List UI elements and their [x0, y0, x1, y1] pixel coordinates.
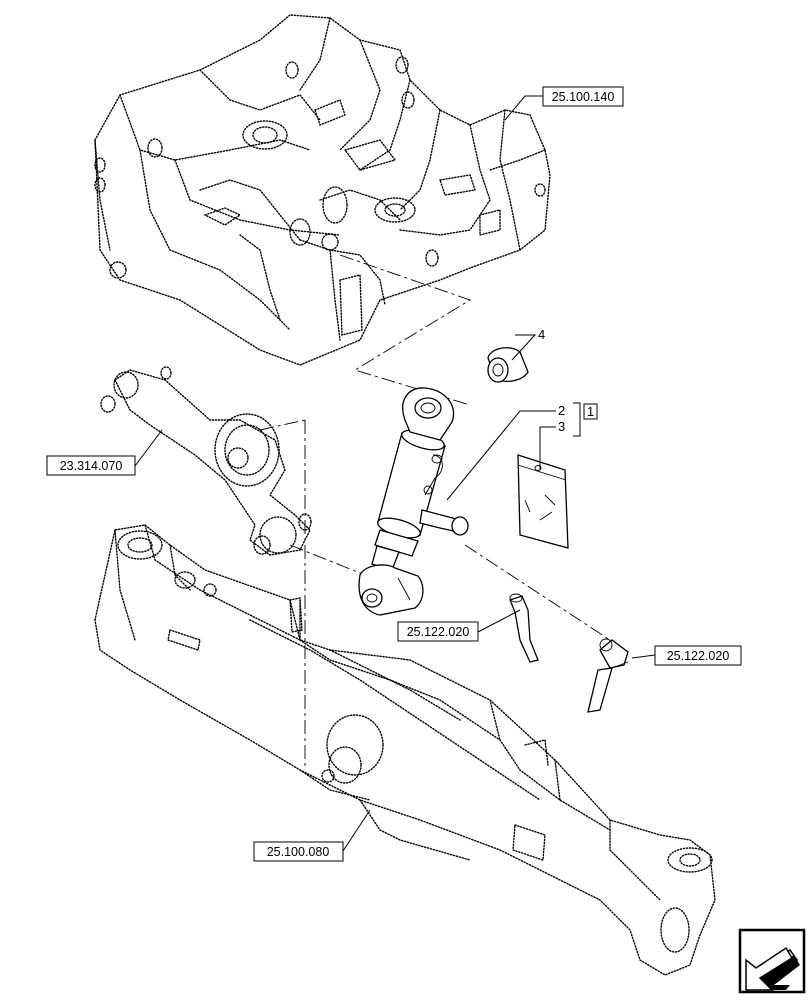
svg-text:25.100.140: 25.100.140	[552, 90, 615, 104]
ref-box-25-122-020-right[interactable]: 25.122.020	[654, 645, 742, 666]
front-axle	[94, 524, 716, 976]
hose-right	[587, 638, 629, 713]
callout-1-box: 1	[583, 403, 598, 420]
leader-lines	[134, 95, 656, 852]
svg-text:25.122.020: 25.122.020	[407, 625, 470, 639]
svg-text:25.100.080: 25.100.080	[267, 845, 330, 859]
ref-box-23-314-070[interactable]: 23.314.070	[46, 455, 136, 476]
callout-3: 3	[558, 419, 565, 434]
center-line-hose	[464, 544, 611, 641]
callout-2: 2	[558, 403, 565, 418]
center-line-link	[259, 419, 306, 431]
ref-box-25-100-080[interactable]: 25.100.080	[253, 841, 344, 862]
svg-text:1: 1	[587, 404, 594, 419]
axle-support-frame	[94, 14, 551, 366]
seal-kit-bag	[517, 454, 569, 549]
center-line-top	[339, 254, 472, 406]
ref-box-25-122-020-left[interactable]: 25.122.020	[397, 621, 479, 642]
bushing-part-4	[487, 347, 529, 383]
ref-box-25-100-140[interactable]: 25.100.140	[542, 86, 624, 107]
next-page-arrow-icon[interactable]	[738, 928, 806, 994]
svg-text:23.314.070: 23.314.070	[60, 459, 123, 473]
svg-text:25.122.020: 25.122.020	[667, 649, 730, 663]
hose-left	[509, 593, 539, 663]
oscillation-link	[100, 366, 312, 556]
steering-cylinder	[358, 387, 469, 616]
center-line-lower	[289, 544, 366, 576]
callout-4: 4	[538, 327, 545, 342]
